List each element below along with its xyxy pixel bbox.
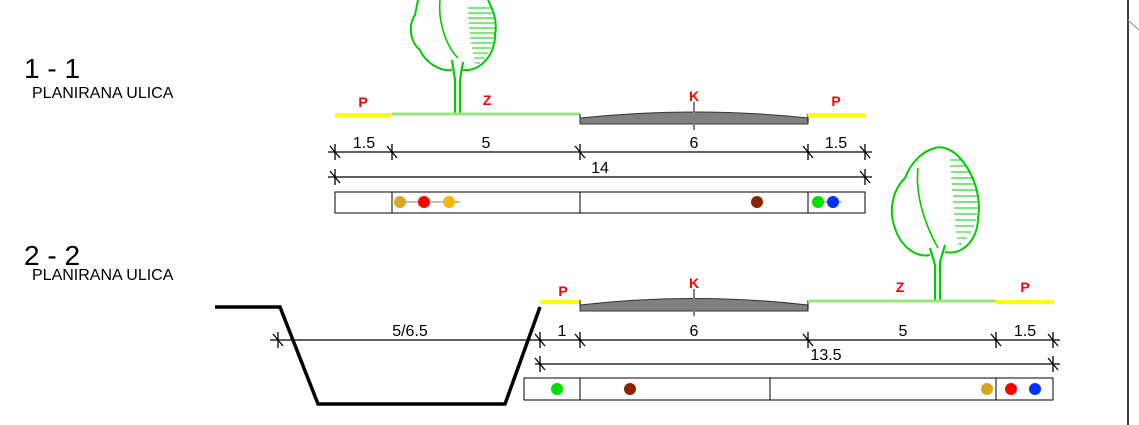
section-subtitle: PLANIRANA ULICA (32, 267, 174, 284)
dimension-total: 13.5 (810, 347, 841, 364)
dimension-green: 5 (899, 323, 908, 340)
green-utility-marker (551, 383, 563, 395)
orange-utility-marker (981, 383, 993, 395)
section-subtitle: PLANIRANA ULICA (32, 85, 174, 102)
green-utility-marker (812, 196, 824, 208)
dimension-line-segments (270, 332, 1060, 348)
dimension-line-total (534, 356, 1060, 372)
blue-utility-marker (1029, 383, 1041, 395)
section-1-1: 1 - 1 PLANIRANA ULICA P Z (24, 0, 872, 214)
zone-label-right-sidewalk: P (1020, 279, 1029, 295)
section-number: 1 - 1 (24, 53, 80, 84)
blue-utility-marker (827, 196, 839, 208)
section-number: 2 - 2 (24, 240, 80, 271)
brown-utility-marker (751, 196, 763, 208)
utilities-box (334, 191, 866, 214)
dimension-green: 5 (482, 135, 491, 152)
zone-label-right-sidewalk: P (831, 93, 840, 109)
dimension-road: 6 (690, 135, 699, 152)
dimension-right-sidewalk: 1.5 (1014, 323, 1036, 340)
dimension-left-sidewalk: 1 (558, 323, 567, 340)
yellow-utility-marker (443, 196, 455, 208)
orange-utility-marker (394, 196, 406, 208)
dimension-total: 14 (591, 160, 609, 177)
dimension-road: 6 (690, 323, 699, 340)
dimension-line-total (328, 169, 872, 185)
zone-label-road: K (689, 275, 699, 291)
channel-profile (215, 305, 542, 406)
zone-label-left-sidewalk: P (358, 94, 367, 110)
dimension-right-sidewalk: 1.5 (825, 135, 847, 152)
frame-corner-mark (1127, 19, 1139, 31)
brown-utility-marker (624, 383, 636, 395)
zone-label-green: Z (483, 92, 492, 108)
zone-label-left-sidewalk: P (558, 283, 567, 299)
utility-markers (551, 383, 1041, 395)
tree-icon (409, 0, 497, 115)
red-utility-marker (418, 196, 430, 208)
section-2-2: 2 - 2 PLANIRANA ULICA (24, 146, 1060, 406)
zone-label-green: Z (896, 279, 905, 295)
dimension-channel: 5/6.5 (392, 323, 428, 340)
zone-label-road: K (689, 88, 699, 104)
utilities-box (523, 377, 1054, 401)
tree-icon (890, 146, 980, 302)
dimension-left-sidewalk: 1.5 (353, 135, 375, 152)
utility-markers (394, 196, 839, 208)
dimension-line-segments (328, 144, 872, 160)
red-utility-marker (1005, 383, 1017, 395)
